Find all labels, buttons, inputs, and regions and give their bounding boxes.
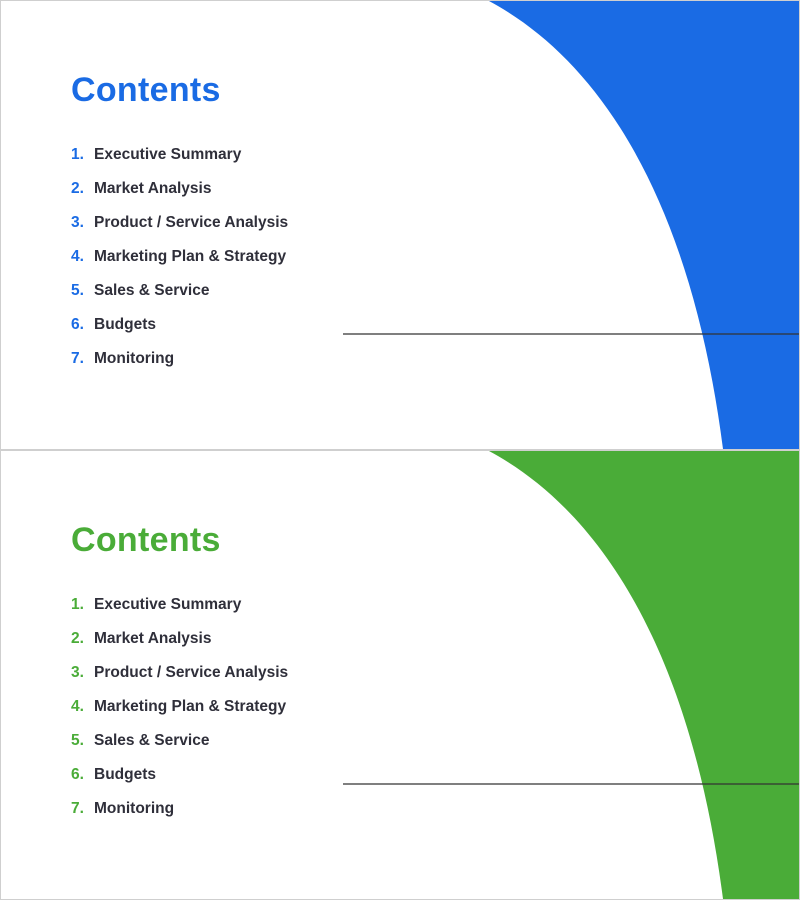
- contents-item-label: Market Analysis: [94, 180, 212, 197]
- contents-item-label: Product / Service Analysis: [94, 664, 289, 681]
- contents-item-label: Sales & Service: [94, 732, 210, 749]
- contents-item[interactable]: 4.Marketing Plan & Strategy: [71, 698, 287, 715]
- lightbulb-workers-illustration: + −: [343, 333, 799, 335]
- contents-item[interactable]: 6.Budgets: [71, 316, 156, 333]
- contents-item[interactable]: 6.Budgets: [71, 766, 156, 783]
- lightbulb-workers-illustration: + −: [343, 783, 799, 785]
- contents-item[interactable]: 1.Executive Summary: [71, 146, 242, 163]
- contents-item-label: Monitoring: [94, 800, 175, 817]
- contents-item[interactable]: 1.Executive Summary: [71, 596, 242, 613]
- contents-item-label: Sales & Service: [94, 282, 210, 299]
- contents-item-label: Budgets: [94, 766, 156, 783]
- page-title: Contents: [71, 71, 221, 109]
- page-title: Contents: [71, 521, 221, 559]
- contents-item-label: Executive Summary: [94, 146, 242, 163]
- contents-item[interactable]: 7.Monitoring: [71, 800, 175, 817]
- contents-item-label: Monitoring: [94, 350, 175, 367]
- contents-item[interactable]: 5.Sales & Service: [71, 732, 210, 749]
- slide-blue: Contents 1.Executive Summary 2.Market An…: [0, 0, 800, 450]
- contents-item[interactable]: 7.Monitoring: [71, 350, 175, 367]
- contents-item[interactable]: 5.Sales & Service: [71, 282, 210, 299]
- contents-item[interactable]: 4.Marketing Plan & Strategy: [71, 248, 287, 265]
- contents-item[interactable]: 2.Market Analysis: [71, 630, 212, 647]
- contents-list: 1.Executive Summary 2.Market Analysis 3.…: [71, 146, 288, 384]
- contents-item-label: Market Analysis: [94, 630, 212, 647]
- contents-item-label: Executive Summary: [94, 596, 242, 613]
- contents-item-label: Marketing Plan & Strategy: [94, 248, 287, 265]
- contents-item[interactable]: 2.Market Analysis: [71, 180, 212, 197]
- accent-arc-shape: [489, 451, 799, 899]
- slide-green: Contents 1.Executive Summary 2.Market An…: [0, 450, 800, 900]
- contents-item-label: Marketing Plan & Strategy: [94, 698, 287, 715]
- contents-item-label: Product / Service Analysis: [94, 214, 289, 231]
- contents-item[interactable]: 3.Product / Service Analysis: [71, 664, 289, 681]
- contents-list: 1.Executive Summary 2.Market Analysis 3.…: [71, 596, 288, 834]
- accent-arc-shape: [489, 1, 799, 449]
- contents-item-label: Budgets: [94, 316, 156, 333]
- contents-item[interactable]: 3.Product / Service Analysis: [71, 214, 289, 231]
